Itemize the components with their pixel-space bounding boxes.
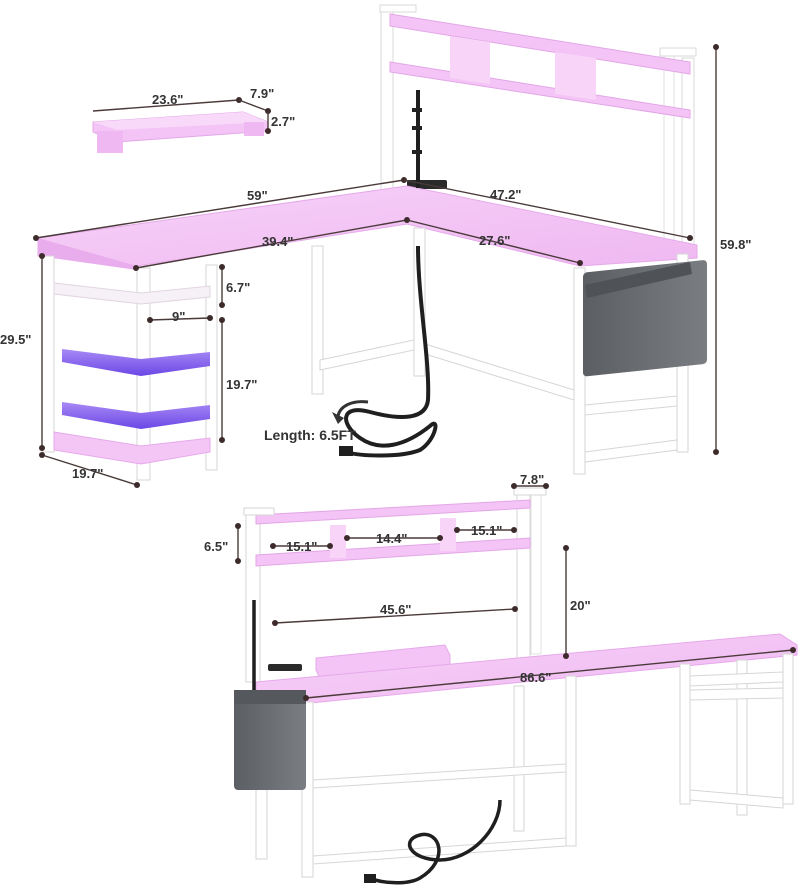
hutch-depth-label: 7.8": [520, 472, 544, 487]
curved-arrow-icon: [336, 400, 369, 417]
cubby-middle-label: 14.4": [376, 531, 407, 546]
dimension-labels-top: 23.6" 7.9" 2.7" 59" 47.2" 39.4" 27.6" 59…: [0, 86, 751, 481]
dimension-labels-bottom: 7.8" 6.5" 15.1" 14.4" 15.1" 45.6" 20" 86…: [204, 472, 591, 685]
inner-return-label: 27.6": [479, 233, 510, 248]
monitor-stand: [92, 111, 269, 153]
dimension-lines-bottom: [235, 483, 796, 701]
stand-depth-label: 7.9": [250, 86, 274, 101]
cord-length-label: Length: 6.5FT: [264, 427, 356, 443]
power-cable-straight: [252, 600, 502, 885]
l-shape-desk-illustration: [37, 4, 707, 481]
shelf-height-label: 19.7": [226, 377, 257, 392]
shelf-width-label: 19.7": [72, 466, 103, 481]
cable-clips: [412, 108, 422, 154]
storage-bag-side: [234, 690, 306, 790]
stand-width-label: 23.6": [152, 92, 183, 107]
side-shelves: [53, 282, 211, 465]
desk-height-label: 29.5": [0, 332, 31, 347]
desktop-l: [37, 185, 698, 267]
plug-icon: [339, 446, 353, 456]
shelf-depth-label: 9": [172, 309, 185, 324]
hutch-top: [379, 4, 697, 249]
shelf-gap-label: 6.7": [226, 280, 250, 295]
storage-bag: [583, 260, 707, 377]
straight-desk-illustration: [234, 487, 798, 885]
cubby-left-label: 15.1": [286, 539, 317, 554]
dimension-lines-top: [33, 44, 719, 488]
power-cable: [344, 90, 438, 458]
hutch-clearance-label: 20": [570, 598, 591, 613]
stand-height-label: 2.7": [271, 114, 295, 129]
total-width-label: 86.6": [520, 670, 551, 685]
desk-depth-label: 47.2": [490, 187, 521, 202]
desk-width-label: 59": [247, 188, 268, 203]
hutch-width-label: 45.6": [380, 602, 411, 617]
hutch-height-label: 6.5": [204, 539, 228, 554]
total-height-label: 59.8": [720, 237, 751, 252]
inner-width-label: 39.4": [262, 234, 293, 249]
cubby-right-label: 15.1": [471, 523, 502, 538]
